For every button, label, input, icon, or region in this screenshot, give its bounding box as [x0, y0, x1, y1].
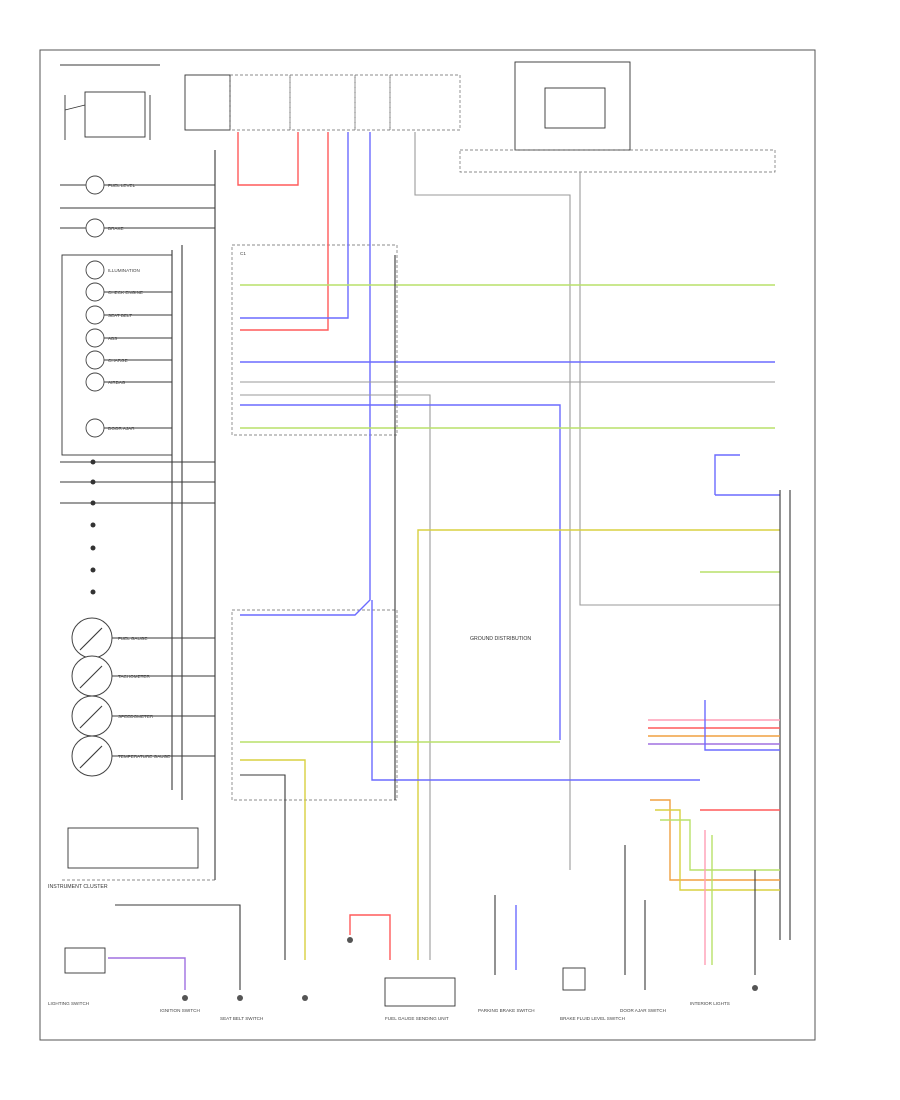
label-lamp-airbag: AIRBAG — [108, 380, 126, 385]
main-connector — [231, 244, 398, 801]
label-speedometer: SPEEDOMETER — [118, 714, 154, 719]
diode-rows — [60, 459, 215, 595]
bottom-label-7: INTERIOR LIGHTS — [690, 1001, 730, 1006]
sub-label-cluster: INSTRUMENT CLUSTER — [48, 884, 108, 890]
connector-label: C1 — [240, 251, 246, 256]
gauges — [71, 617, 215, 777]
bottom-label-1: IGNITION SWITCH — [160, 1008, 200, 1013]
bottom-label-0: LIGHTING SWITCH — [48, 1001, 89, 1006]
label-lamp-fuel: FUEL LEVEL — [108, 183, 136, 188]
bottom-label-6: DOOR AJAR SWITCH — [620, 1008, 666, 1013]
cluster-bus — [62, 150, 216, 881]
ground-module — [67, 827, 199, 869]
bottom-label-2: SEAT BELT SWITCH — [220, 1016, 263, 1021]
label-lamp-check: CHECK ENGINE — [108, 290, 143, 295]
diagram-frame — [39, 49, 816, 1041]
label-lamp-brake: BRAKE — [108, 226, 124, 231]
right-harness — [648, 490, 791, 975]
horizontal-wires — [240, 255, 780, 960]
indicator-lamp-group — [61, 254, 173, 456]
upper-lamps — [60, 175, 215, 238]
label-lamp-belt: SEAT BELT — [108, 313, 132, 318]
label-lamp-illum: ILLUMINATION — [108, 268, 140, 273]
left-switch-area — [60, 64, 160, 140]
top-wire-drops — [237, 132, 780, 870]
bottom-components — [64, 845, 758, 1007]
label-lamp-charge: CHARGE — [108, 358, 128, 363]
label-temp-gauge: TEMPERATURE GAUGE — [118, 754, 170, 759]
bottom-label-3: FUEL GAUGE SENDING UNIT — [385, 1016, 449, 1021]
bottom-label-5: BRAKE FLUID LEVEL SWITCH — [560, 1016, 625, 1021]
label-lamp-abs: ABS — [108, 336, 117, 341]
bottom-label-4: PARKING BRAKE SWITCH — [478, 1008, 535, 1013]
center-label: GROUND DISTRIBUTION — [470, 636, 531, 642]
label-fuel-gauge: FUEL GAUGE — [118, 636, 147, 641]
top-fuse-block — [184, 61, 776, 173]
label-tachometer: TACHOMETER — [118, 674, 150, 679]
label-door-ajar: DOOR AJAR — [108, 426, 135, 431]
